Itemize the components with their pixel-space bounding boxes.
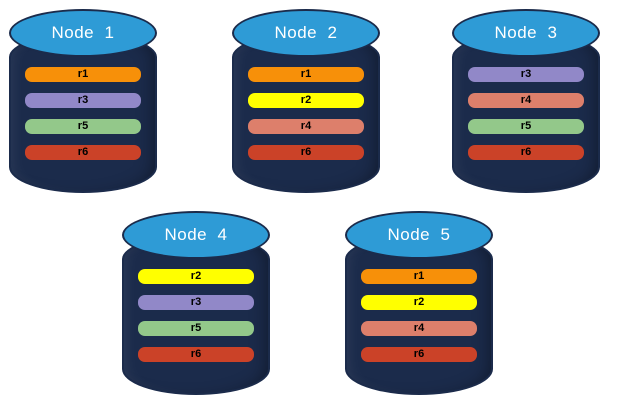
database-node-5[interactable]: Node 5 r1 r2 r4 r6 xyxy=(345,211,493,395)
replica-bar[interactable]: r3 xyxy=(138,295,254,310)
replica-bar[interactable]: r1 xyxy=(361,269,477,284)
node-label: Node 5 xyxy=(387,225,451,244)
replica-bar[interactable]: r2 xyxy=(248,93,364,108)
replica-stack: r1 r3 r5 r6 xyxy=(9,67,157,160)
replica-bar[interactable]: r5 xyxy=(138,321,254,336)
cylinder-body-icon xyxy=(232,33,380,193)
replica-bar[interactable]: r6 xyxy=(468,145,584,160)
cylinder-top-icon xyxy=(345,211,493,259)
cylinder-body-icon xyxy=(122,235,270,395)
node-label: Node 1 xyxy=(51,23,115,42)
replica-bar[interactable]: r2 xyxy=(361,295,477,310)
replica-bar[interactable]: r6 xyxy=(361,347,477,362)
replica-bar[interactable]: r6 xyxy=(25,145,141,160)
replica-bar[interactable]: r4 xyxy=(248,119,364,134)
replica-stack: r1 r2 r4 r6 xyxy=(232,67,380,160)
replica-bar[interactable]: r6 xyxy=(248,145,364,160)
database-node-3[interactable]: Node 3 r3 r4 r5 r6 xyxy=(452,9,600,193)
cylinder-top-icon xyxy=(232,9,380,57)
cylinder-top-icon xyxy=(9,9,157,57)
database-node-4[interactable]: Node 4 r2 r3 r5 r6 xyxy=(122,211,270,395)
node-label: Node 2 xyxy=(274,23,338,42)
database-node-2[interactable]: Node 2 r1 r2 r4 r6 xyxy=(232,9,380,193)
replica-bar[interactable]: r3 xyxy=(25,93,141,108)
replica-stack: r1 r2 r4 r6 xyxy=(345,269,493,362)
replica-bar[interactable]: r2 xyxy=(138,269,254,284)
cylinder-top-icon xyxy=(122,211,270,259)
replica-bar[interactable]: r6 xyxy=(138,347,254,362)
replica-bar[interactable]: r5 xyxy=(468,119,584,134)
replica-stack: r3 r4 r5 r6 xyxy=(452,67,600,160)
node-label: Node 3 xyxy=(494,23,558,42)
replica-bar[interactable]: r5 xyxy=(25,119,141,134)
database-node-1[interactable]: Node 1 r1 r3 r5 r6 xyxy=(9,9,157,193)
replica-bar[interactable]: r1 xyxy=(25,67,141,82)
replica-bar[interactable]: r1 xyxy=(248,67,364,82)
replica-bar[interactable]: r4 xyxy=(361,321,477,336)
node-label: Node 4 xyxy=(164,225,228,244)
replica-stack: r2 r3 r5 r6 xyxy=(122,269,270,362)
replica-bar[interactable]: r4 xyxy=(468,93,584,108)
replica-bar[interactable]: r3 xyxy=(468,67,584,82)
cylinder-top-icon xyxy=(452,9,600,57)
cylinder-body-icon xyxy=(452,33,600,193)
